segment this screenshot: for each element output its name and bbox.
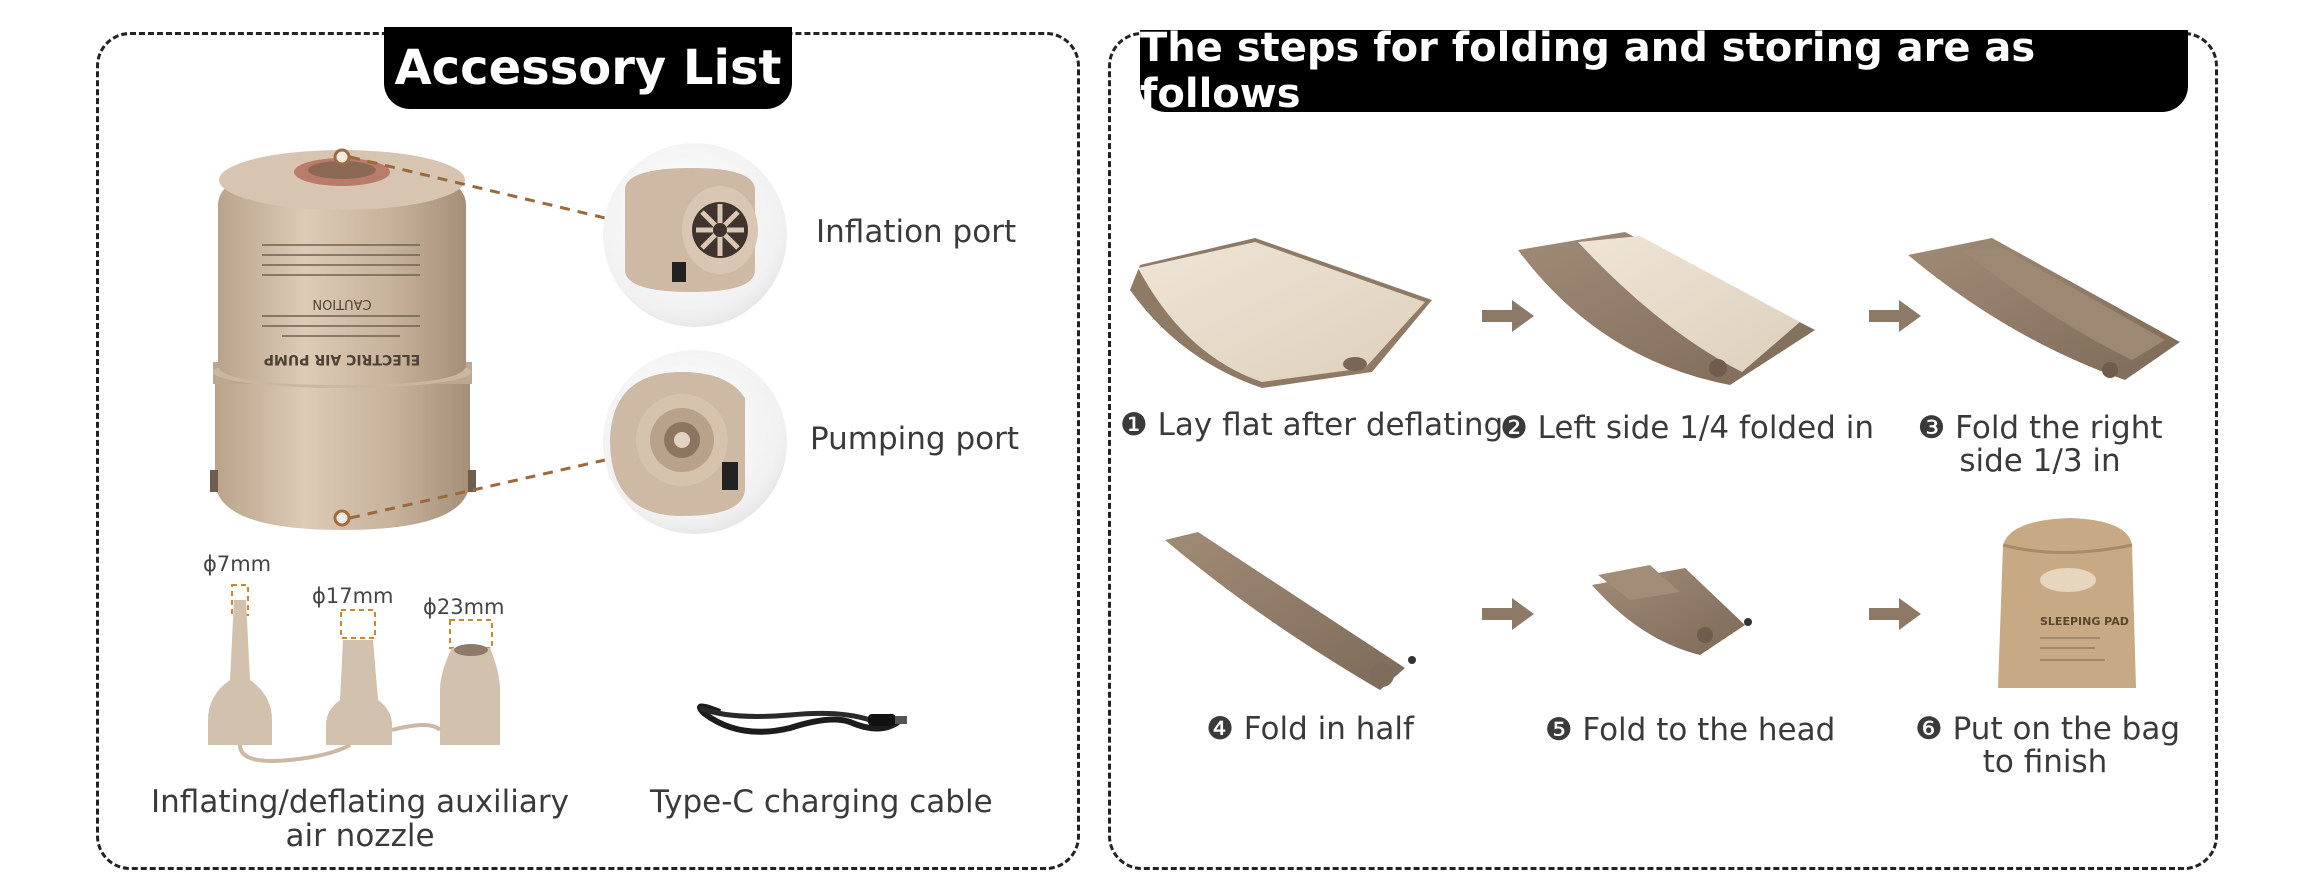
step-6-number: ❻ — [1915, 711, 1943, 747]
step-6-text-line1: Put on the bag — [1952, 711, 2181, 747]
step-1-pad-image — [1130, 238, 1432, 388]
step-arrow-2-icon — [1869, 300, 1921, 332]
step-5-number: ❺ — [1544, 712, 1573, 748]
nozzle-size-23mm: ϕ23mm — [423, 595, 505, 619]
type-c-cable-caption: Type-C charging cable — [650, 784, 993, 820]
step-2-text: Left side 1/4 folded in — [1537, 410, 1874, 446]
inflation-port-leader-line — [349, 155, 606, 220]
pumping-port-closeup-image — [603, 350, 787, 534]
accessory-list-title: Accessory List — [384, 27, 792, 109]
bag-label-text: SLEEPING PAD — [2040, 615, 2129, 628]
step-4-pad-image — [1165, 532, 1416, 690]
nozzle-caption-line1: Inflating/deflating auxiliary — [151, 784, 569, 820]
step-4-number: ❹ — [1206, 711, 1234, 747]
step-2-pad-image — [1518, 232, 1815, 385]
inflation-port-closeup-image — [603, 143, 787, 327]
pumping-port-label: Pumping port — [810, 421, 1020, 457]
folding-steps-title: The steps for folding and storing are as… — [1140, 25, 2188, 117]
step-4-text: Fold in half — [1243, 711, 1414, 747]
pump-label-text: ELECTRIC AIR PUMP — [264, 351, 421, 367]
step-2-number: ❷ — [1500, 410, 1528, 446]
step-3-number: ❸ — [1917, 410, 1946, 446]
step-arrow-3-icon — [1482, 598, 1534, 630]
step-6-bag-image: SLEEPING PAD — [1998, 518, 2136, 688]
step-5-pad-image — [1592, 565, 1752, 655]
type-c-cable-image — [697, 703, 907, 735]
nozzle-size-17mm: ϕ17mm — [312, 584, 394, 608]
pump-caution-text: CAUTION — [312, 296, 371, 311]
step-5-caption: ❺ Fold to the head — [1540, 713, 1840, 747]
step-1-text: Lay flat after deflating — [1157, 407, 1504, 443]
inflation-port-label: Inflation port — [816, 214, 1017, 250]
step-3-caption: ❸ Fold the right side 1/3 in — [1910, 412, 2170, 478]
step-arrow-1-icon — [1482, 300, 1534, 332]
step-3-text-line2: side 1/3 in — [1959, 443, 2121, 479]
nozzle-caption: Inflating/deflating auxiliary air nozzle — [150, 785, 570, 853]
nozzle-size-7mm: ϕ7mm — [203, 552, 272, 576]
step-arrow-4-icon — [1869, 598, 1921, 630]
step-6-caption: ❻ Put on the bag to finish — [1915, 711, 2180, 780]
air-nozzles-image — [208, 584, 500, 763]
step-6-text-line2: to finish — [1982, 744, 2108, 780]
step-4-caption: ❹ Fold in half — [1160, 712, 1460, 746]
step-1-number: ❶ — [1120, 407, 1148, 443]
step-1-caption: ❶ Lay flat after deflating — [1120, 407, 1503, 443]
step-3-text-line1: Fold the right — [1955, 410, 2163, 446]
step-2-caption: ❷ Left side 1/4 folded in — [1500, 410, 1874, 446]
electric-air-pump-image: ELECTRIC AIR PUMP CAUTION — [210, 148, 476, 530]
step-3-pad-image — [1908, 238, 2180, 380]
step-5-text: Fold to the head — [1582, 712, 1836, 748]
pumping-port-leader-line — [349, 458, 606, 520]
nozzle-caption-line2: air nozzle — [285, 818, 435, 854]
